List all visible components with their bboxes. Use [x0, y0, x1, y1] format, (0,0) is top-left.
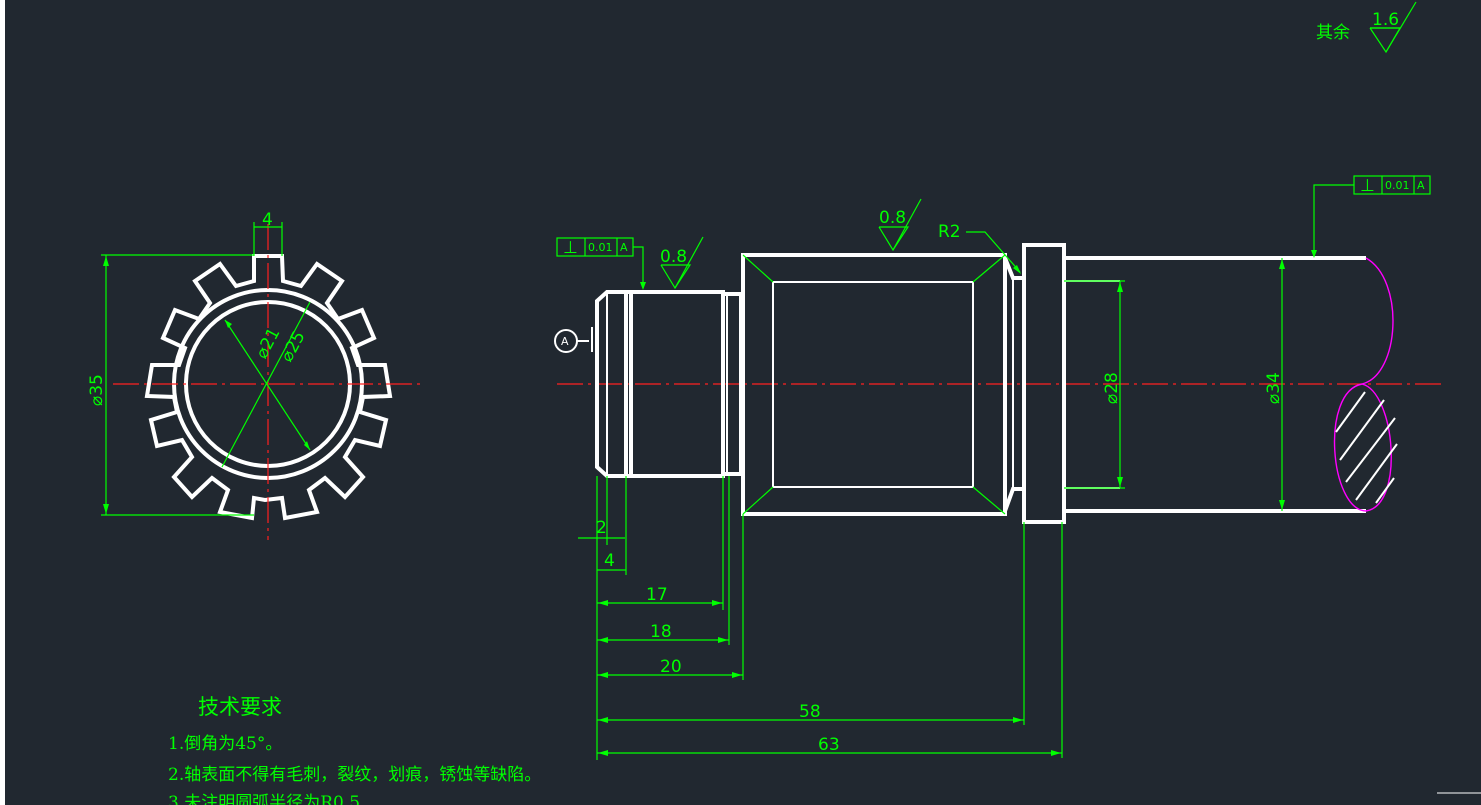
tolerance-value: 0.01: [588, 241, 613, 254]
roughness-symbol-other: 其余 1.6: [1316, 1, 1417, 54]
perpendicularity-symbol: ⊥: [563, 238, 578, 258]
tolerance-datum: A: [620, 241, 628, 254]
tech-req-item-3: 3.未注明圆弧半径为R0.5: [168, 793, 360, 805]
dim-2-label: 2: [596, 518, 607, 538]
horizontal-dimensions: 2 4 17 18 20 58 63: [578, 476, 1063, 760]
dim-18-label: 18: [650, 622, 672, 642]
section-hatch: [1335, 391, 1398, 504]
diameter-28-dimension: ⌀28: [1064, 280, 1125, 489]
shaft-front-view[interactable]: A: [554, 243, 1442, 524]
dim-17-label: 17: [646, 585, 668, 605]
technical-requirements: 技术要求 1.倒角为45°。 2.轴表面不得有毛刺，裂纹，划痕，锈蚀等缺陷。 3…: [168, 695, 541, 805]
perpendicularity-symbol: ⊥: [1360, 176, 1375, 196]
roughness-top-value: 0.8: [879, 208, 906, 228]
dim-58-label: 58: [799, 702, 821, 722]
roughness-symbol-top-face: 0.8: [878, 198, 922, 252]
diameter-34-dimension: ⌀34: [1264, 258, 1285, 511]
spline-cross-section-view[interactable]: ⌀21 ⌀25 4 ⌀35: [87, 210, 423, 540]
left-tolerance-frame[interactable]: ⊥ 0.01 A: [556, 237, 646, 290]
roughness-other-value: 1.6: [1372, 10, 1399, 30]
tech-req-item-2: 2.轴表面不得有毛刺，裂纹，划痕，锈蚀等缺陷。: [168, 765, 541, 785]
diameter-34-label: ⌀34: [1264, 372, 1284, 404]
viewport-edge: [0, 0, 5, 805]
right-tolerance-frame[interactable]: ⊥ 0.01 A: [1311, 175, 1431, 258]
dim-63-label: 63: [818, 735, 840, 755]
datum-label: A: [561, 335, 569, 348]
dim-20-label: 20: [660, 657, 682, 677]
key-width-label: 4: [262, 210, 273, 230]
radius-label: R2: [938, 222, 961, 242]
roughness-symbol-left-face: 0.8: [660, 236, 704, 290]
roughness-left-value: 0.8: [660, 247, 687, 267]
dim-4-label: 4: [604, 551, 615, 571]
tech-req-title: 技术要求: [198, 695, 282, 719]
tech-req-item-1: 1.倒角为45°。: [168, 734, 282, 754]
diameter-28-label: ⌀28: [1102, 372, 1122, 404]
tolerance-value: 0.01: [1385, 179, 1410, 192]
roughness-other-label: 其余: [1316, 23, 1350, 43]
tolerance-datum: A: [1417, 179, 1425, 192]
outer-diameter-label: ⌀35: [87, 374, 107, 406]
radius-callout: R2: [938, 222, 1021, 274]
break-line: [1333, 257, 1394, 512]
